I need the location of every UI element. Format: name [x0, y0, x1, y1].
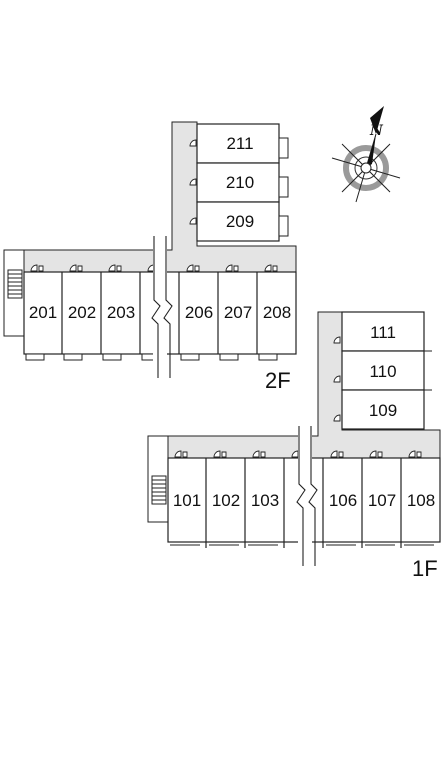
floor-2f: 211 210 209: [3, 121, 297, 393]
room-label: 110: [369, 362, 396, 381]
room-label: 206: [185, 303, 213, 322]
room-211-box: [196, 123, 280, 164]
room-label: 207: [224, 303, 252, 322]
north-wing-2f: 211 210 209: [189, 123, 289, 242]
room-label: 106: [329, 491, 357, 510]
room-label: 111: [370, 323, 396, 342]
floor-label-1f: 1F: [412, 556, 438, 581]
room-label: 102: [212, 491, 240, 510]
room-label: 201: [29, 303, 57, 322]
compass-rose-icon: N: [331, 106, 401, 203]
room-label: 210: [226, 173, 254, 192]
break-marker-1f: [296, 426, 318, 566]
room-label: 203: [107, 303, 135, 322]
staircase-1f: [147, 435, 169, 523]
room-label: 109: [369, 401, 397, 420]
room-label: 208: [263, 303, 291, 322]
compass-north-label: N: [369, 123, 384, 139]
floor-label-2f: 2F: [265, 368, 291, 393]
room-label: 103: [251, 491, 279, 510]
north-wing-1f: 111 110 109: [333, 311, 432, 430]
room-label: 101: [173, 491, 201, 510]
floor-1f: 111 110 109: [147, 311, 441, 581]
room-209-box: [196, 201, 280, 242]
room-label: 107: [368, 491, 396, 510]
break-marker-2f: [151, 236, 173, 378]
room-label: 211: [226, 134, 253, 153]
room-label: 202: [68, 303, 96, 322]
room-label: 209: [226, 212, 254, 231]
staircase-2f: [3, 249, 25, 337]
room-label: 108: [407, 491, 435, 510]
